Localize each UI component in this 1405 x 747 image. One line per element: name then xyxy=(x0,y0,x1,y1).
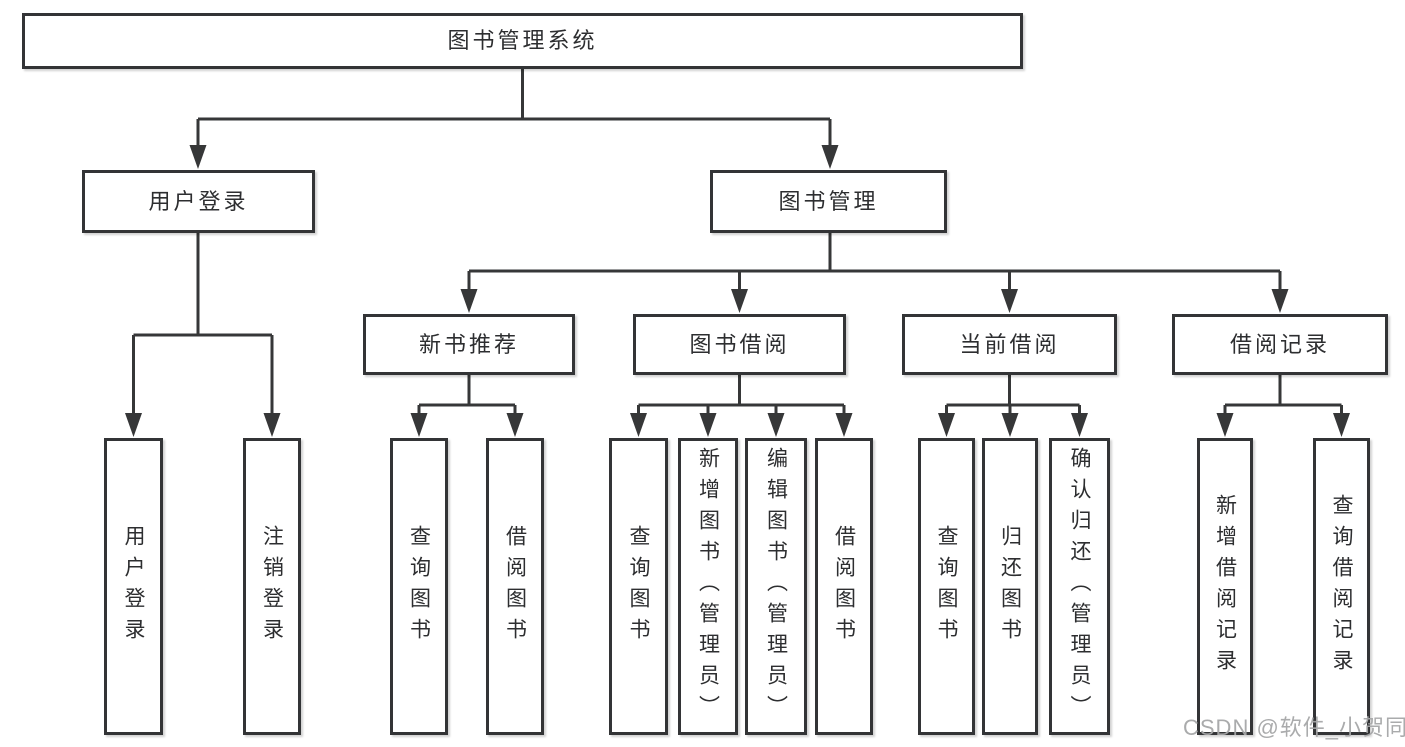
leaf-add-books-admin: 新增图书（管理员） xyxy=(678,438,738,735)
node-book-management: 图书管理 xyxy=(710,170,947,233)
node-new-book-recommend: 新书推荐 xyxy=(363,314,575,375)
leaf-add-borrow-record: 新增借阅记录 xyxy=(1197,438,1253,735)
leaf-query-books-recommend: 查询图书 xyxy=(390,438,448,735)
leaf-logout: 注销登录 xyxy=(243,438,301,735)
leaf-query-borrow-record: 查询借阅记录 xyxy=(1313,438,1370,735)
leaf-borrow-books-recommend: 借阅图书 xyxy=(486,438,544,735)
csdn-watermark: CSDN @软件_小贺同学 xyxy=(1183,715,1405,740)
leaf-edit-books-admin: 编辑图书（管理员） xyxy=(745,438,807,735)
node-current-borrowing: 当前借阅 xyxy=(902,314,1117,375)
leaf-confirm-return-admin: 确认归还（管理员） xyxy=(1049,438,1110,735)
leaf-user-login: 用户登录 xyxy=(104,438,163,735)
leaf-query-books-current: 查询图书 xyxy=(918,438,975,735)
connector-lines xyxy=(132,69,1343,420)
arrowhead-icons xyxy=(125,145,1350,437)
node-borrowing-records: 借阅记录 xyxy=(1172,314,1388,375)
leaf-return-books: 归还图书 xyxy=(982,438,1038,735)
leaf-query-books-borrowing: 查询图书 xyxy=(609,438,668,735)
leaf-borrow-books: 借阅图书 xyxy=(815,438,873,735)
node-user-login: 用户登录 xyxy=(82,170,315,233)
node-library-management-system: 图书管理系统 xyxy=(22,13,1023,69)
node-book-borrowing: 图书借阅 xyxy=(633,314,846,375)
